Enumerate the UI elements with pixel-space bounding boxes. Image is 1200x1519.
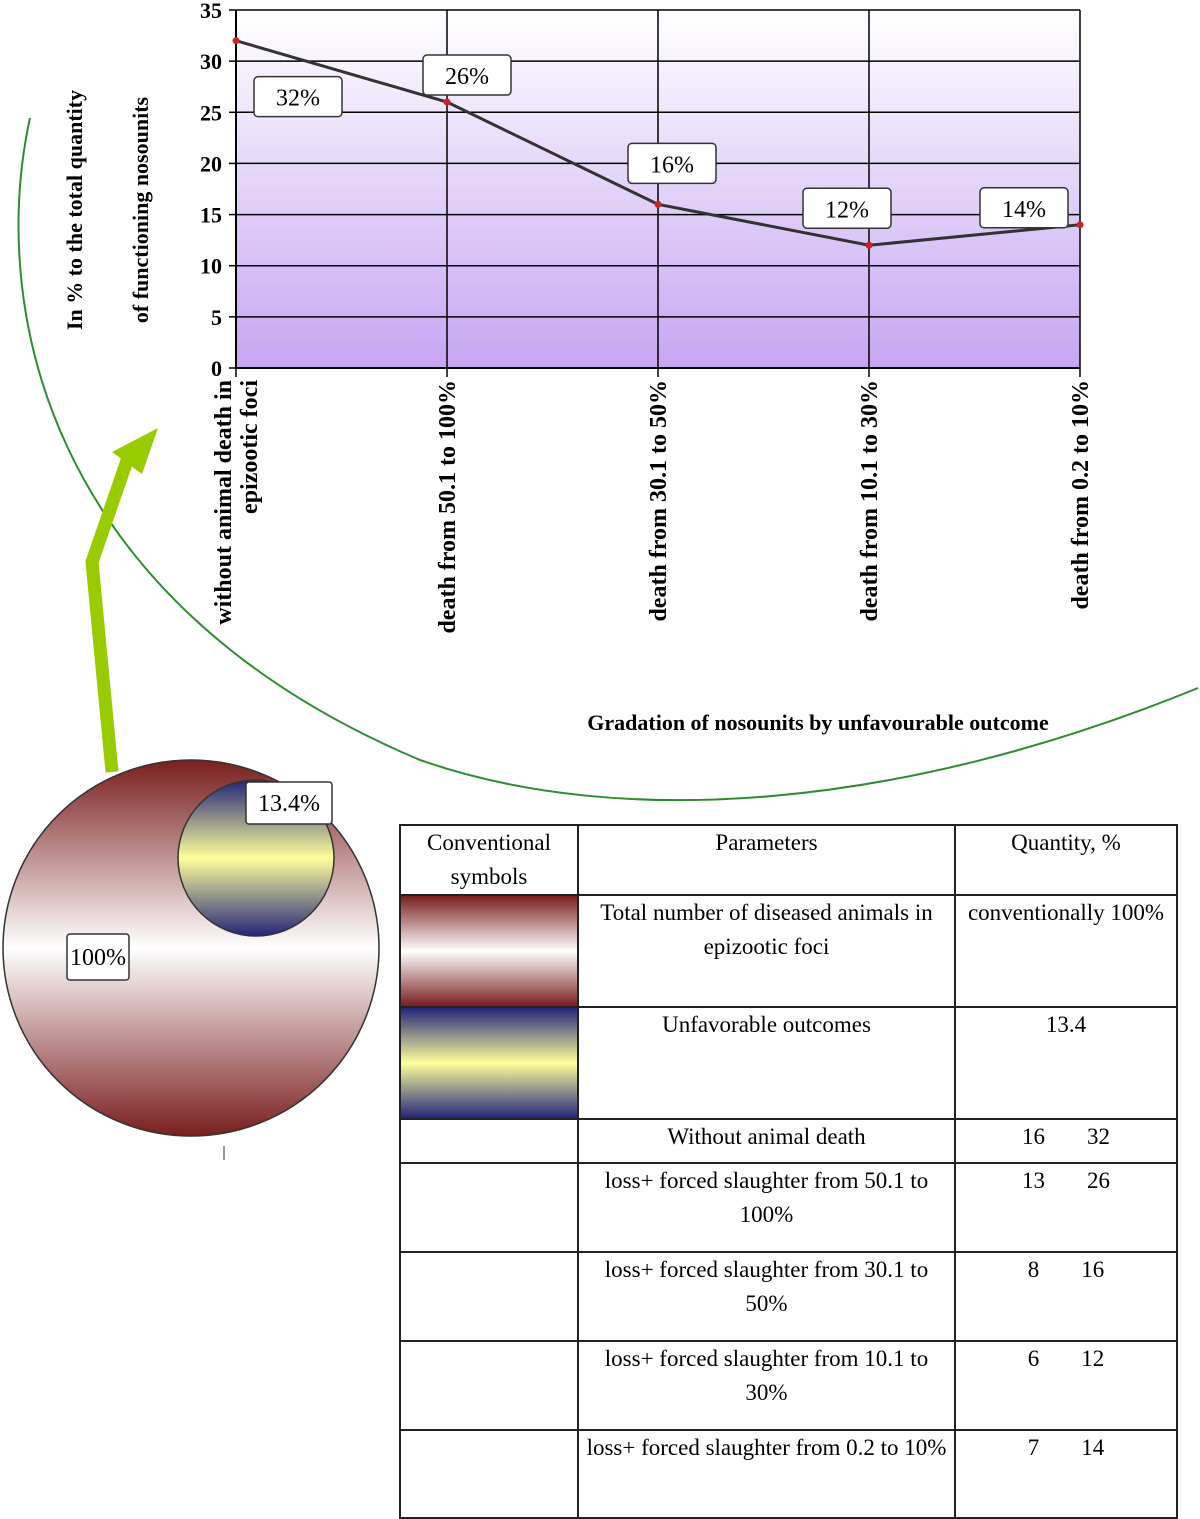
symbol-cell <box>399 1118 579 1164</box>
qty-count: 6 <box>1027 1346 1040 1371</box>
data-label-frame <box>422 54 512 96</box>
y-tick-label: 25 <box>200 100 222 125</box>
x-category-label-line: death from 0.2 to 10% <box>1068 380 1094 610</box>
table-row: Without animal death 16 32 <box>399 1118 1178 1164</box>
qty-cell: 8 16 <box>954 1251 1178 1342</box>
series-point <box>1076 221 1084 229</box>
param-cell: loss+ forced slaughter from 50.1 to 100% <box>577 1162 956 1253</box>
param-cell: Without animal death <box>577 1118 956 1164</box>
y-axis-title: of functioning nosounits <box>128 96 153 323</box>
qty-cell: conventionally 100% <box>954 894 1178 1008</box>
header-parameters: Parameters <box>577 824 956 896</box>
x-category-label-line: epizootic foci <box>237 380 263 514</box>
param-cell: loss+ forced slaughter from 10.1 to 30% <box>577 1340 956 1431</box>
param-cell: loss+ forced slaughter from 30.1 to 50% <box>577 1251 956 1342</box>
data-label: 26% <box>445 64 489 90</box>
data-label: 12% <box>825 197 869 223</box>
y-tick-label: 20 <box>200 151 222 176</box>
symbol-cell <box>399 1340 579 1431</box>
x-category-label-line: without animal death in <box>211 380 237 625</box>
y-tick-label: 0 <box>211 356 222 381</box>
data-label: 14% <box>1002 197 1046 223</box>
qty-count: 13 <box>1022 1168 1045 1193</box>
inner-circle-label-box: 13.4% <box>245 781 333 825</box>
series-point <box>232 37 240 45</box>
x-category-label: death from 0.2 to 10% <box>1068 380 1094 610</box>
qty-cell: 7 14 <box>954 1429 1178 1519</box>
qty-cell: 13 26 <box>954 1162 1178 1253</box>
qty-cell: 6 12 <box>954 1340 1178 1431</box>
y-axis-title-line: of functioning nosounits <box>128 96 153 323</box>
symbol-cell <box>399 894 579 1008</box>
x-category-label-line: death from 50.1 to 100% <box>435 380 461 634</box>
x-category-label-line: death from 30.1 to 50% <box>646 380 672 622</box>
y-tick-label: 30 <box>200 49 222 74</box>
header-quantity: Quantity, % <box>954 824 1178 896</box>
y-tick-label: 5 <box>211 305 222 330</box>
qty-count: 7 <box>1027 1435 1040 1460</box>
table-row: loss+ forced slaughter from 30.1 to 50% … <box>399 1251 1178 1342</box>
header-conventional-symbols: Conventional symbols <box>399 824 579 896</box>
outer-circle-label-box: 100% <box>66 933 130 981</box>
data-label: 16% <box>650 152 694 178</box>
qty-cell: 13.4 <box>954 1006 1178 1120</box>
x-category-label: death from 10.1 to 30% <box>857 380 883 622</box>
y-tick-label: 10 <box>200 254 222 279</box>
qty-percent: 12 <box>1081 1346 1105 1371</box>
data-label-box: 32% <box>253 75 343 118</box>
symbol-cell <box>399 1251 579 1342</box>
y-tick-label: 15 <box>200 203 222 228</box>
qty-count: 16 <box>1022 1124 1045 1149</box>
symbol-cell <box>399 1006 579 1120</box>
series-point <box>865 241 873 249</box>
green-arrow-decoration <box>85 428 158 773</box>
y-axis-title-line: In % to the total quantity <box>62 90 87 330</box>
qty-cell: 16 32 <box>954 1118 1178 1164</box>
table-row: Total number of diseased animals in epiz… <box>399 894 1178 1008</box>
x-axis-title: Gradation of nosounits by unfavourable o… <box>587 710 1049 735</box>
data-label-box: 26% <box>422 54 512 96</box>
qty-percent: 16 <box>1081 1257 1105 1282</box>
data-label-frame <box>979 187 1069 229</box>
total-swatch <box>402 897 576 1005</box>
x-category-label: death from 30.1 to 50% <box>646 380 672 622</box>
param-cell: Unfavorable outcomes <box>577 1006 956 1120</box>
x-category-label-line: death from 10.1 to 30% <box>857 380 883 622</box>
table-row: loss+ forced slaughter from 50.1 to 100%… <box>399 1162 1178 1253</box>
inner-circle-label: 13.4% <box>258 791 320 817</box>
qty-percent: 14 <box>1081 1435 1105 1460</box>
y-axis-title: In % to the total quantity <box>62 90 87 330</box>
table-row: loss+ forced slaughter from 10.1 to 30% … <box>399 1340 1178 1431</box>
table-header-row: Conventional symbols Parameters Quantity… <box>399 824 1178 896</box>
data-label: 32% <box>276 86 320 112</box>
qty-percent: 32 <box>1087 1124 1110 1149</box>
table-row: Unfavorable outcomes 13.4 <box>399 1006 1178 1120</box>
table-row: loss+ forced slaughter from 0.2 to 10% 7… <box>399 1429 1178 1519</box>
series-point <box>443 98 451 106</box>
legend-table: Conventional symbols Parameters Quantity… <box>399 824 1178 1519</box>
qty-percent: 26 <box>1087 1168 1110 1193</box>
y-tick-label: 35 <box>200 0 222 23</box>
green-arc-decoration <box>17 117 1199 802</box>
outer-circle-label: 100% <box>70 945 126 971</box>
qty-count: 8 <box>1027 1257 1040 1282</box>
data-label-frame <box>253 75 343 118</box>
symbol-cell <box>399 1162 579 1253</box>
data-label-box: 16% <box>627 142 717 185</box>
param-cell: Total number of diseased animals in epiz… <box>577 894 956 1008</box>
data-label-frame <box>802 187 892 230</box>
unfavorable-swatch <box>402 1009 576 1117</box>
data-label-box: 14% <box>979 187 1069 229</box>
data-label-box: 12% <box>802 187 892 230</box>
param-cell: loss+ forced slaughter from 0.2 to 10% <box>577 1429 956 1519</box>
series-point <box>654 200 662 208</box>
data-label-frame <box>627 142 717 185</box>
symbol-cell <box>399 1429 579 1519</box>
x-category-label: death from 50.1 to 100% <box>435 380 461 634</box>
